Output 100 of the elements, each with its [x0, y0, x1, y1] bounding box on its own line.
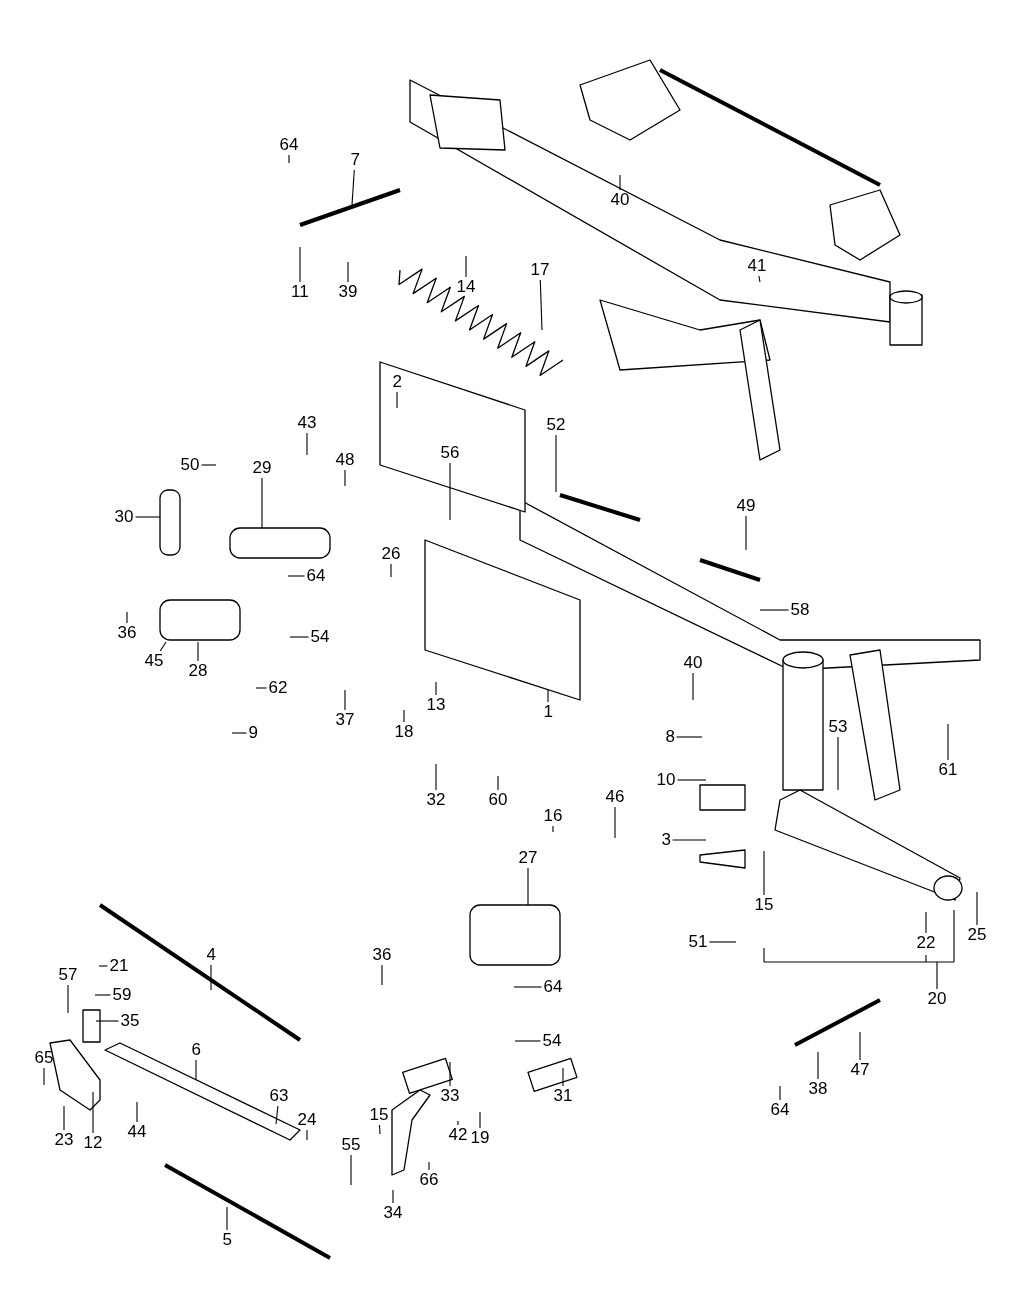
leader-line [299, 246, 301, 283]
callout-number: 45 [144, 652, 164, 670]
callout-number: 54 [542, 1032, 562, 1050]
callout-number: 27 [518, 849, 538, 867]
callout-number: 26 [381, 545, 401, 563]
callout-number: 57 [58, 966, 78, 984]
callout-number: 40 [683, 654, 703, 672]
leader-line [210, 964, 212, 991]
leader-line [403, 709, 405, 723]
callout-number: 37 [335, 711, 355, 729]
leader-line [465, 255, 467, 278]
callout-number: 16 [543, 807, 563, 825]
leader-line [671, 839, 707, 841]
callout-number: 58 [790, 601, 810, 619]
leader-line [231, 732, 248, 734]
leader-line [513, 986, 543, 988]
leader-line [562, 1067, 564, 1087]
callout-number: 66 [419, 1171, 439, 1189]
callout-number: 50 [180, 456, 200, 474]
callout-number: 61 [938, 761, 958, 779]
leader-line [676, 779, 707, 781]
callout-number: 54 [310, 628, 330, 646]
callout-number: 22 [916, 934, 936, 952]
leader-line [381, 964, 383, 986]
callout-number: 30 [114, 508, 134, 526]
callout-number: 38 [808, 1080, 828, 1098]
callout-number: 25 [967, 926, 987, 944]
leader-line [779, 1085, 781, 1101]
leader-line [287, 575, 306, 577]
leader-line [306, 1129, 308, 1141]
leader-line [619, 174, 621, 191]
callout-number: 64 [770, 1101, 790, 1119]
leader-line [392, 1189, 394, 1204]
leader-line [344, 689, 346, 711]
leader-line [976, 891, 978, 926]
callout-number: 39 [338, 283, 358, 301]
leader-line [134, 516, 161, 518]
callout-number: 41 [747, 257, 767, 275]
leader-line [195, 1059, 197, 1081]
leader-line [555, 434, 557, 493]
callout-number: 35 [120, 1012, 140, 1030]
callout-number: 62 [268, 679, 288, 697]
callout-number: 32 [426, 791, 446, 809]
callout-number: 64 [543, 978, 563, 996]
callout-number: 49 [736, 497, 756, 515]
leader-line [547, 689, 549, 703]
leader-line [514, 1040, 542, 1042]
leader-line [692, 672, 694, 701]
callout-number: 46 [605, 788, 625, 806]
leader-line [350, 1154, 352, 1186]
leader-line [136, 1101, 138, 1123]
callout-number: 33 [440, 1087, 460, 1105]
leader-line [552, 825, 554, 833]
callout-number: 65 [34, 1049, 54, 1067]
leader-line [675, 736, 703, 738]
leader-line [159, 641, 167, 652]
callout-number: 64 [306, 567, 326, 585]
leader-line [859, 1031, 861, 1061]
leader-line [67, 984, 69, 1014]
leader-line [255, 687, 268, 689]
leader-line [289, 636, 310, 638]
leader-line [435, 763, 437, 791]
leader-line [497, 775, 499, 791]
callout-number: 12 [83, 1134, 103, 1152]
callout-number: 28 [188, 662, 208, 680]
leader-line [95, 1020, 120, 1022]
leader-line [275, 1105, 279, 1125]
callout-number: 60 [488, 791, 508, 809]
leader-line [92, 1091, 94, 1134]
leader-line [435, 681, 437, 696]
callout-number: 5 [222, 1231, 232, 1249]
callout-number: 7 [350, 151, 360, 169]
leader-line [763, 850, 765, 896]
leader-line [527, 867, 529, 906]
leader-line [378, 1124, 381, 1135]
leader-line [449, 1061, 451, 1087]
callout-number: 55 [341, 1136, 361, 1154]
callout-number: 23 [54, 1131, 74, 1149]
callout-number: 53 [828, 718, 848, 736]
callout-number: 9 [248, 724, 258, 742]
leader-line [200, 464, 217, 466]
callout-number: 1 [543, 703, 553, 721]
callout-number: 52 [546, 416, 566, 434]
leader-line [837, 736, 839, 791]
leader-line [479, 1111, 481, 1129]
leader-line [745, 515, 747, 551]
leader-line [63, 1105, 65, 1131]
leader-line [226, 1206, 228, 1231]
callout-number: 51 [688, 933, 708, 951]
callout-number: 8 [665, 728, 675, 746]
leader-line [763, 909, 955, 990]
leader-line [947, 723, 949, 761]
leader-line [817, 1051, 819, 1080]
leader-line [428, 1161, 430, 1171]
leader-line [43, 1067, 45, 1086]
leader-line [351, 169, 355, 206]
callout-number: 15 [369, 1106, 389, 1124]
callout-number: 17 [530, 261, 550, 279]
callout-number: 24 [297, 1111, 317, 1129]
callout-number: 44 [127, 1123, 147, 1141]
